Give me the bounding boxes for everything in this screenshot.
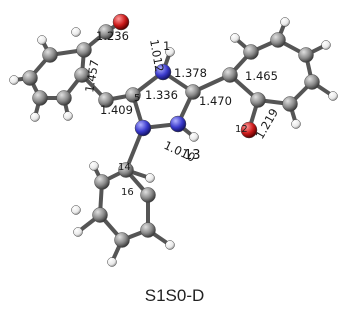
atom-cA2 [76,42,92,58]
atom-h13 [189,132,199,142]
atom-b1 [118,162,134,178]
label-1-457: 1.457 [82,59,102,94]
atom-hb1 [89,161,99,171]
atom-hA7 [37,35,47,45]
label-1-378: 1.378 [174,66,207,80]
atom-h1 [165,47,175,57]
atom-cA5 [32,90,48,106]
label-1-012: 1.012 [147,38,167,73]
atom-cA1 [98,24,114,40]
atom-n4 [134,119,152,137]
atom-b3 [92,207,108,223]
atom-c14 [304,74,320,90]
label-atom-5: 5 [134,93,140,104]
atom-c6 [98,92,114,108]
atom-hb5 [145,173,155,183]
atom-c10 [222,67,238,83]
label-1-236: 1.236 [96,29,129,43]
atom-h14 [328,91,338,101]
atom-c5 [125,87,141,103]
atom-c15 [282,96,298,112]
atom-n1 [154,63,172,81]
label-atom-14: 14 [118,162,131,173]
atom-hb2 [71,205,81,215]
structure-caption: S1S0-D [144,286,205,305]
label-atom-1: 1 [163,39,170,53]
label-1-409: 1.409 [100,103,133,117]
bond-length-labels: 1.236 1.012 1 1.378 1.465 1.457 1.336 1.… [82,29,281,198]
atom-hA4 [63,111,73,121]
atom-b6 [140,187,156,203]
atoms [9,13,338,267]
atom-c11 [243,44,259,60]
label-atom-12: 12 [235,124,248,135]
atom-cA7 [42,47,58,63]
atom-hb4 [165,240,175,250]
atom-b5 [140,222,156,238]
atom-c12 [270,32,286,48]
label-1-336: 1.336 [145,88,178,102]
atom-cA3 [74,67,90,83]
label-1-470: 1.470 [199,94,232,108]
atom-hA5 [30,112,40,122]
atom-oL [112,13,130,31]
atom-h12 [280,17,290,27]
atom-h13r [321,40,331,50]
atom-oR [240,121,258,139]
label-atom-13: 13 [184,148,201,163]
atom-b4 [114,232,130,248]
label-atom-16: 16 [121,187,134,198]
atom-c2 [185,84,201,100]
atom-b2 [94,174,110,190]
atom-cA4 [56,90,72,106]
atom-h15 [291,119,301,129]
atom-h11 [230,33,240,43]
atom-n3 [169,115,187,133]
label-1-465: 1.465 [245,69,278,83]
atom-cA6 [22,70,38,86]
atom-hb3 [107,257,117,267]
atom-c16 [250,92,266,108]
atom-c13 [298,47,314,63]
atom-hb6 [73,227,83,237]
label-1-219: 1.219 [252,106,281,142]
atom-hA2 [71,27,81,37]
atom-hA6 [9,75,19,85]
